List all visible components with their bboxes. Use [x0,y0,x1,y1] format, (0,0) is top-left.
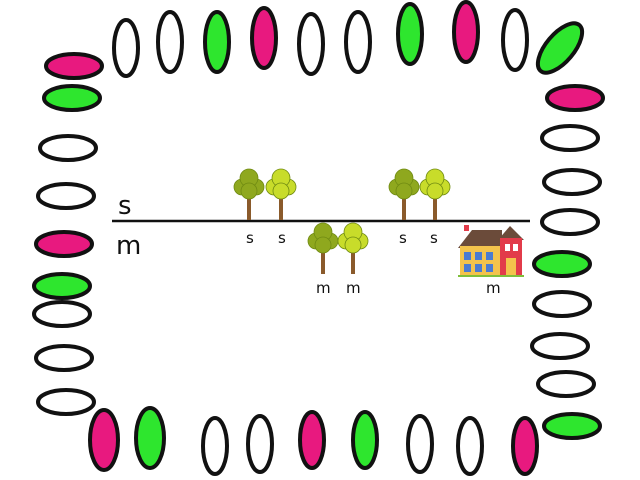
frame-loop [203,10,231,74]
tree-label-s-4: s [430,229,438,247]
frame-loop [530,332,590,360]
house-icon [458,225,524,277]
frame-loop [88,408,120,472]
frame-loop [32,300,92,328]
frame-loop [532,250,592,278]
tree-icon [419,168,451,220]
frame-loop [452,0,480,64]
side-label-top: s [118,191,132,221]
frame-loop [246,414,274,474]
frame-loop [32,272,92,300]
tree-icon [337,222,369,274]
frame-loop [298,410,326,470]
frame-loop [540,124,600,152]
tree-icon [233,168,265,220]
frame-loop [38,134,98,162]
frame-loop [134,406,166,470]
frame-loop [156,10,184,74]
frame-loop [34,344,94,372]
frame-loop [532,290,592,318]
frame-loop [44,52,104,80]
frame-loop [511,416,539,476]
tree-label-s-2: s [278,229,286,247]
frame-loop [344,10,372,74]
spiral-frame [32,0,605,476]
frame-loop [36,388,96,416]
tree-label-m-2: m [346,279,361,297]
frame-loop [540,208,600,236]
tree-icon [265,168,297,220]
frame-loop [406,414,434,474]
frame-loop [396,2,424,66]
tree-label-s-1: s [246,229,254,247]
tree-icon [388,168,420,220]
frame-loop [36,182,96,210]
frame-loop [250,6,278,70]
frame-loop [297,12,325,76]
tree-label-m-1: m [316,279,331,297]
frame-loop [351,410,379,470]
frame-loop [545,84,605,112]
frame-loop [201,416,229,476]
house-label: m [486,279,501,297]
frame-loop [34,230,94,258]
frame-loop [42,84,102,112]
frame-loop [535,21,585,75]
tree-icon [307,222,339,274]
frame-loop [542,168,602,196]
side-label-bottom: m [116,231,141,261]
tree-label-s-3: s [399,229,407,247]
frame-loop [542,412,602,440]
frame-loop [501,8,529,72]
frame-loop [536,370,596,398]
frame-loop [112,18,140,78]
frame-loop [456,416,484,476]
